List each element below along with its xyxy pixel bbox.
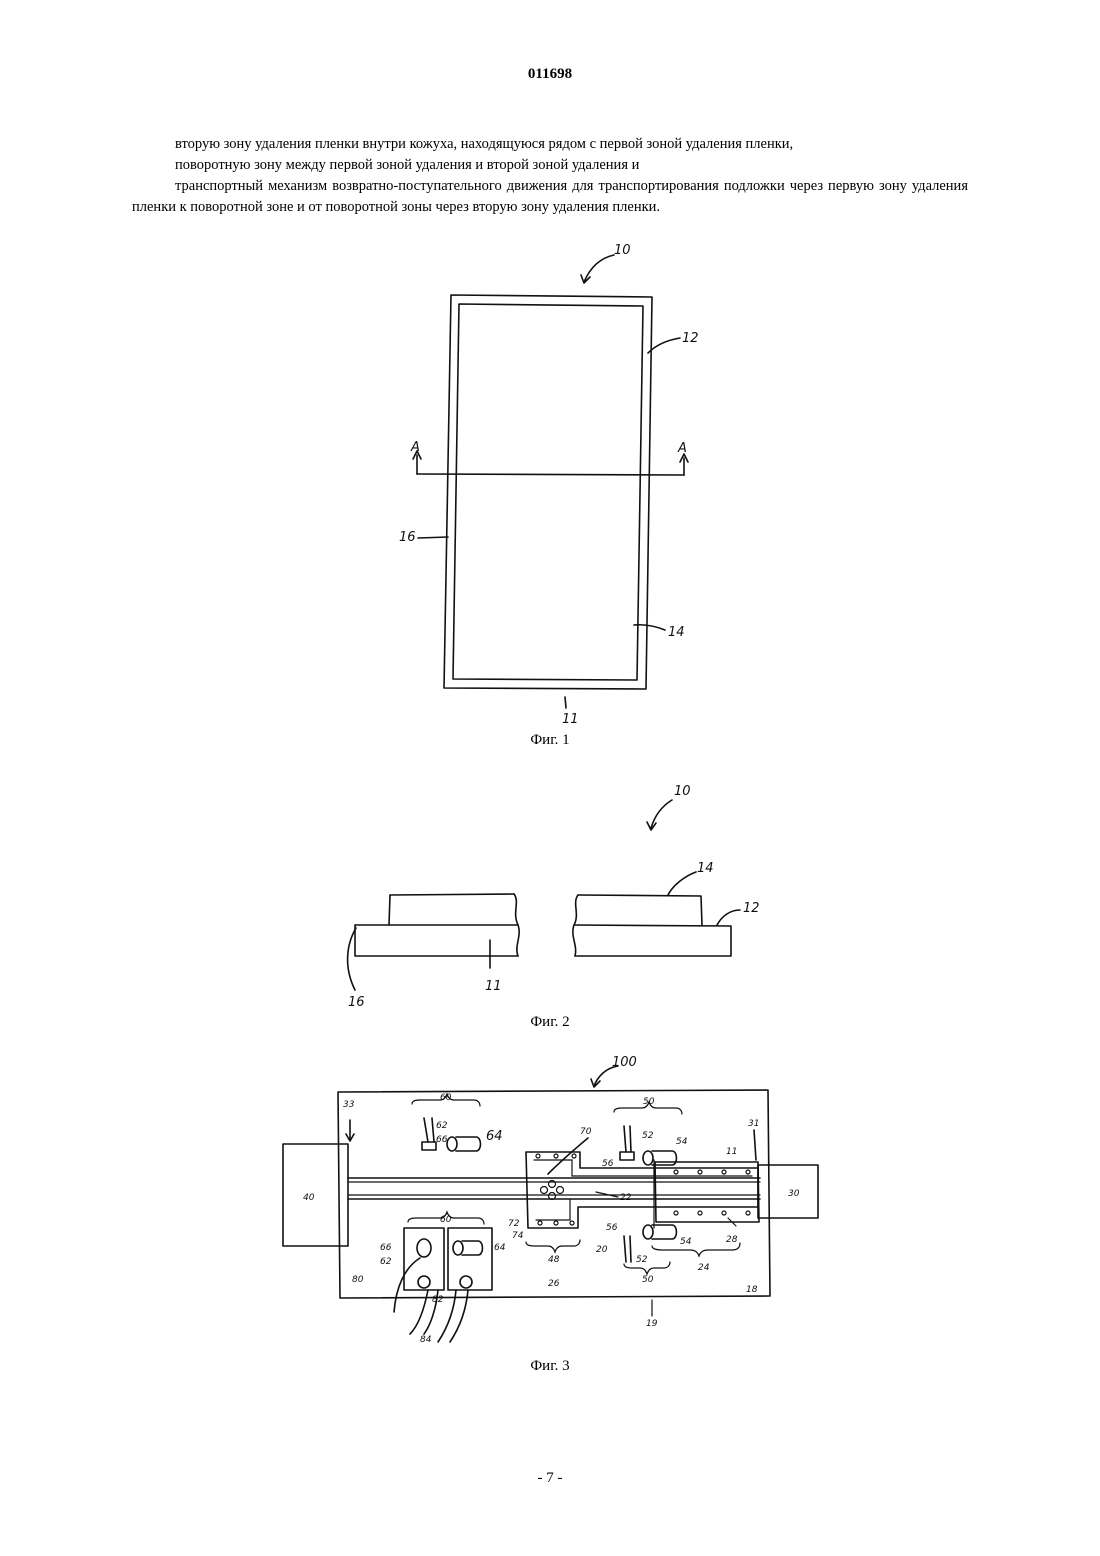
fig3-label-56-top: 56 — [602, 1159, 614, 1169]
fig3-label-11: 11 — [726, 1147, 737, 1157]
fig3-label-22: 22 — [620, 1193, 632, 1203]
figure-3-caption: Фиг. 3 — [490, 1358, 610, 1375]
fig3-label-28: 28 — [726, 1235, 738, 1245]
fig3-label-60-top: 60 — [440, 1093, 452, 1103]
fig3-label-62-bottom: 62 — [380, 1257, 392, 1267]
fig3-label-33: 33 — [343, 1100, 355, 1110]
figure-3-drawing: 100 33 60 62 66 64 70 50 52 56 54 11 31 … — [0, 0, 1100, 1360]
fig3-label-62-top: 62 — [436, 1121, 448, 1131]
fig3-label-56-bottom: 56 — [606, 1223, 618, 1233]
fig3-label-80: 80 — [352, 1275, 364, 1285]
fig3-label-72: 72 — [508, 1219, 520, 1229]
fig3-label-84: 84 — [420, 1335, 432, 1345]
fig3-label-31: 31 — [748, 1119, 759, 1129]
fig3-label-26: 26 — [548, 1279, 560, 1289]
fig3-label-30: 30 — [788, 1189, 800, 1199]
fig3-label-54-top: 54 — [676, 1137, 688, 1147]
fig3-label-50-bottom: 50 — [642, 1275, 654, 1285]
fig3-label-50-top: 50 — [643, 1097, 655, 1107]
page-number: - 7 - — [0, 1470, 1100, 1487]
fig3-label-54-bottom: 54 — [680, 1237, 692, 1247]
fig3-label-48: 48 — [548, 1255, 560, 1265]
fig3-label-66-top: 66 — [436, 1135, 448, 1145]
fig3-label-18: 18 — [746, 1285, 758, 1295]
fig3-label-100: 100 — [612, 1055, 637, 1070]
fig3-label-52-bottom: 52 — [636, 1255, 648, 1265]
fig3-label-66-bottom: 66 — [380, 1243, 392, 1253]
fig3-label-70: 70 — [580, 1127, 592, 1137]
fig3-label-19: 19 — [646, 1319, 658, 1329]
fig3-label-20: 20 — [596, 1245, 608, 1255]
fig3-label-64-bottom: 64 — [494, 1243, 506, 1253]
fig3-label-64-top: 64 — [486, 1129, 503, 1144]
fig3-label-24: 24 — [698, 1263, 710, 1273]
fig3-label-74: 74 — [512, 1231, 524, 1241]
fig3-label-60-bottom: 60 — [440, 1215, 452, 1225]
fig3-label-40: 40 — [303, 1193, 315, 1203]
fig3-label-52-top: 52 — [642, 1131, 654, 1141]
fig3-label-82: 82 — [432, 1295, 444, 1305]
